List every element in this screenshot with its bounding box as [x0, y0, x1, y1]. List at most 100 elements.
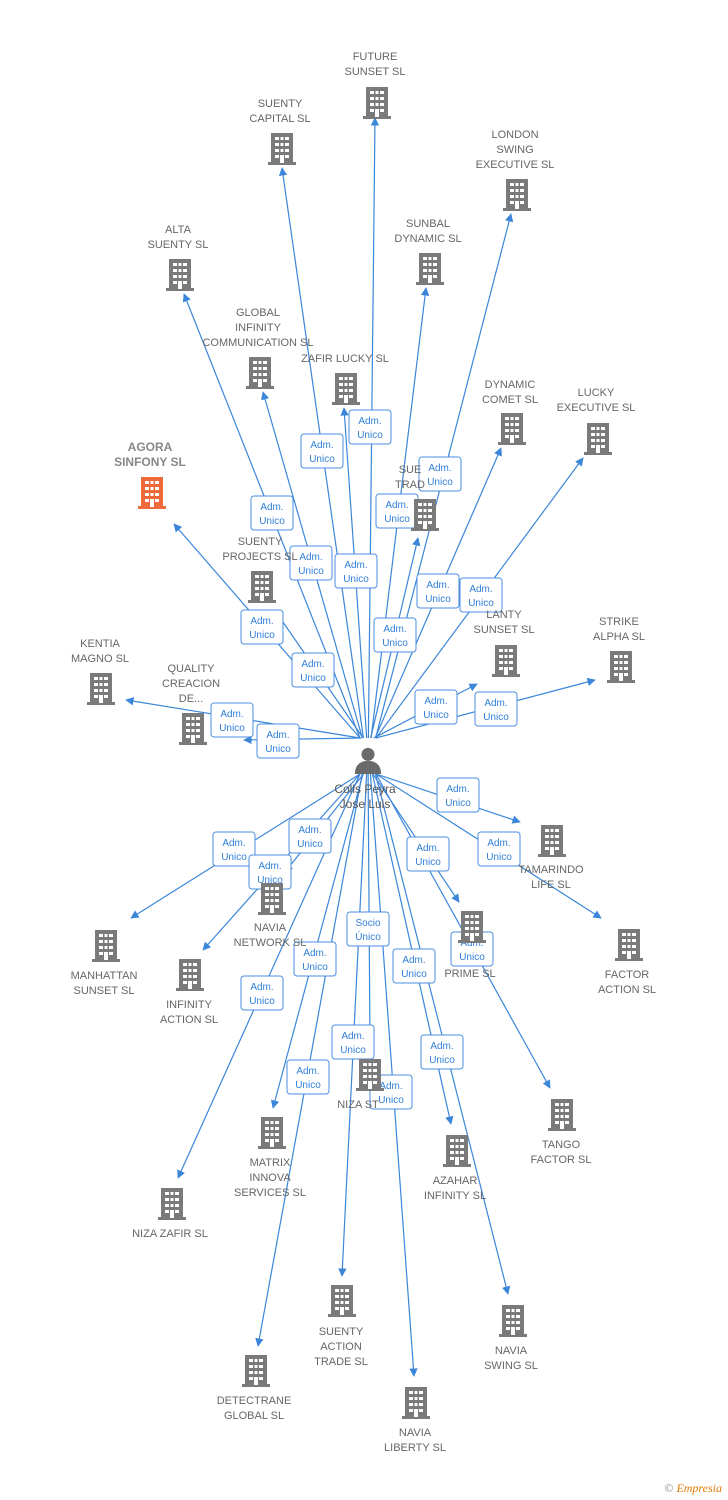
building-icon — [92, 930, 120, 962]
company-node-niza-zafir[interactable]: NIZA ZAFIR SL — [132, 1188, 208, 1240]
company-node-prime[interactable]: PRIME SL — [444, 911, 496, 980]
edge-label-manhattan-sunset[interactable]: Adm.Unico — [212, 831, 256, 867]
edge-label-box — [331, 1024, 375, 1060]
building-icon — [328, 1285, 356, 1317]
copyright-symbol: © — [664, 1481, 674, 1495]
edge-label-dynamic-comet[interactable]: Adm.Unico — [416, 573, 460, 609]
edge-label-future-sunset[interactable]: Adm.Unico — [348, 409, 392, 445]
edge-label-prime[interactable]: Adm.Unico — [406, 836, 450, 872]
edge-label-box — [406, 836, 450, 872]
edge-label-box — [256, 723, 300, 759]
edge-label-navia-network[interactable]: Adm.Unico — [288, 818, 332, 854]
edge-label-suenty-projects[interactable]: Adm.Unico — [291, 652, 335, 688]
edge-label-alta-suenty[interactable]: Adm.Unico — [250, 495, 294, 531]
edge-label-kentia-magno[interactable]: Adm.Unico — [210, 702, 254, 738]
copyright: © Empresia — [664, 1481, 722, 1496]
building-icon — [87, 673, 115, 705]
company-name: GLOBAL — [236, 307, 280, 319]
edge-label-tamarindo-life[interactable]: Adm.Unico — [436, 777, 480, 813]
edge-label-agora-sinfony[interactable]: Adm.Unico — [240, 609, 284, 645]
company-name: SWING — [496, 144, 533, 156]
edge-label-strike-alpha[interactable]: Adm.Unico — [474, 691, 518, 727]
edge-label-suenty-capital[interactable]: Adm.Unico — [300, 433, 344, 469]
building-icon — [166, 259, 194, 291]
edge-label-quality-creacion[interactable]: Adm.Unico — [256, 723, 300, 759]
edge-label-text: Unico — [257, 875, 283, 886]
edge-label-text: Adm. — [379, 1081, 402, 1092]
company-node-zafir-lucky[interactable]: ZAFIR LUCKY SL — [301, 353, 389, 405]
edge-label-text: Unico — [309, 454, 335, 465]
company-name: FACTOR — [605, 969, 649, 981]
edge-label-london-swing[interactable]: Adm.Unico — [418, 456, 462, 492]
edge-label-box — [240, 975, 284, 1011]
edge-label-sunbal-dynamic[interactable]: Adm.Unico — [375, 493, 419, 529]
edge-label-sub-trad[interactable]: Adm.Unico — [373, 617, 417, 653]
company-name: LANTY — [486, 609, 522, 621]
edge-label-navia-swing[interactable]: Adm.Unico — [420, 1034, 464, 1070]
edge-label-text: Unico — [401, 969, 427, 980]
edge-label-text: Unico — [429, 1055, 455, 1066]
edge-label-text: Adm. — [426, 580, 449, 591]
company-name: ACTION — [320, 1341, 362, 1353]
edge-label-text: Adm. — [358, 416, 381, 427]
edge-label-text: Unico — [445, 798, 471, 809]
building-icon — [492, 645, 520, 677]
company-node-quality-creacion[interactable]: QUALITYCREACIONDE... — [162, 663, 220, 745]
edge-label-text: Unico — [415, 857, 441, 868]
edge-label-zafir-lucky[interactable]: Adm.Unico — [334, 553, 378, 589]
edge-label-detectrane-global[interactable]: Adm.Unico — [286, 1059, 330, 1095]
edge-label-azahar-infinity[interactable]: Adm. Unico — [392, 948, 436, 984]
edge-label-lucky-executive[interactable]: Adm.Unico — [459, 577, 503, 613]
edge-label-text: Adm. — [487, 838, 510, 849]
company-name: AGORA — [128, 440, 173, 454]
company-name: COMET SL — [482, 394, 538, 406]
company-name: NAVIA — [495, 1345, 528, 1357]
edge-label-box — [291, 652, 335, 688]
brand-logo[interactable]: Empresia — [676, 1481, 722, 1495]
edge-label-lanty-sunset[interactable]: Adm.Unico — [414, 689, 458, 725]
edge-label-box — [293, 941, 337, 977]
edge-label-text: Unico — [340, 1045, 366, 1056]
company-name: PRIME SL — [444, 968, 495, 980]
edge-label-suenty-action-trade[interactable]: Adm.Unico — [331, 1024, 375, 1060]
edge-label-niza-zafir[interactable]: Adm.Unico — [240, 975, 284, 1011]
edge-label-matrix-innova[interactable]: Adm.Unico — [293, 941, 337, 977]
edge-label-text: Adm. — [250, 982, 273, 993]
edge-label-factor-action[interactable]: Adm.Unico — [477, 831, 521, 867]
edge-label-text: Adm. — [402, 955, 425, 966]
company-name: SUENTY SL — [148, 239, 209, 251]
building-icon — [538, 825, 566, 857]
person-name: Jose Luis — [340, 797, 391, 811]
edge-label-global-infinity[interactable]: Adm.Unico — [289, 545, 333, 581]
company-node-niza-st[interactable]: NIZA ST — [337, 1059, 384, 1111]
company-name: DE... — [179, 693, 203, 705]
